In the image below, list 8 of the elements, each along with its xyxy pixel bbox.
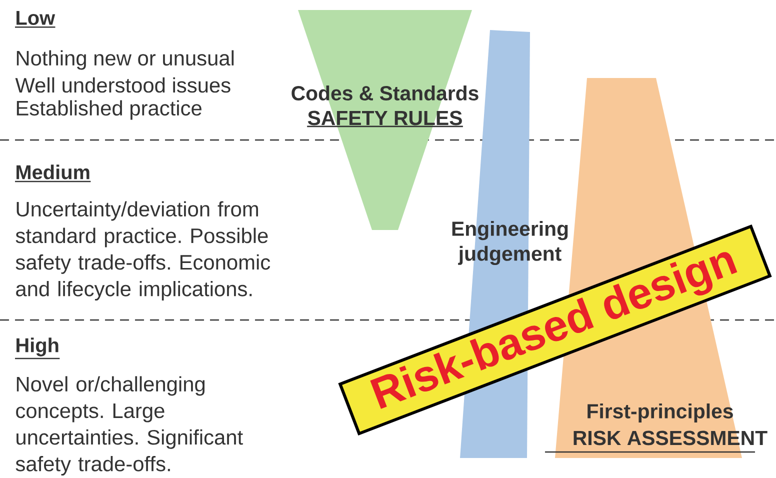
description-text: Well understood issues (15, 77, 230, 93)
level-heading: Medium (15, 164, 91, 182)
description-text: Established practice (16, 100, 202, 120)
level-heading: Low (15, 11, 56, 28)
description-text: Nothing new or unusual (16, 50, 234, 70)
description-text: Uncertainty/deviation from standard practice. Possible safety trade-offs. Economic and lifecycle implications. (16, 201, 270, 300)
description-text: Novel or/challenging concepts. Large uncertainties. Significant safety trade-offs. (16, 376, 243, 476)
level-heading: High (15, 338, 60, 360)
